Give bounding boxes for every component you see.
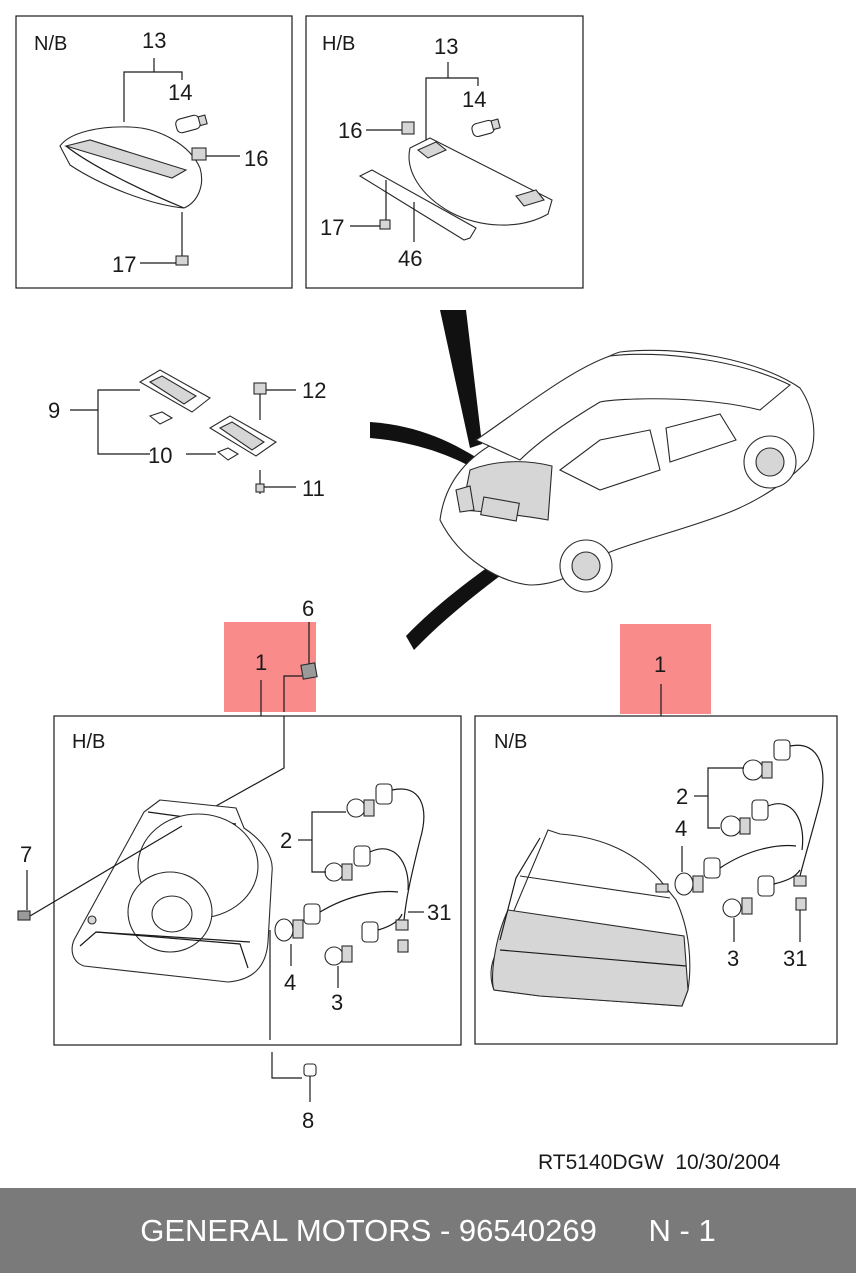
tail-lamp-nb-shape xyxy=(490,829,691,1007)
footer-separator: - xyxy=(431,1212,459,1248)
screw-17-shape xyxy=(140,212,189,266)
label-3: 3 xyxy=(331,990,343,1015)
label-11: 11 xyxy=(302,476,325,501)
box-top-left: N/B 13 14 16 17 xyxy=(15,15,293,289)
box-title-top-right: H/B xyxy=(322,33,355,55)
label-1-left: 1 xyxy=(255,650,267,675)
box-bottom-right: N/B xyxy=(474,715,838,1045)
bulb-socket-set-left xyxy=(274,783,425,966)
label-16: 16 xyxy=(338,118,362,143)
tail-lamp-hb-shape xyxy=(71,799,273,983)
vehicle-illustration xyxy=(370,310,815,650)
label-12: 12 xyxy=(302,378,326,403)
nut-6-shape xyxy=(283,662,318,712)
footer-page: N - 1 xyxy=(648,1212,716,1248)
stop-lamp-housing-shape xyxy=(59,126,203,209)
label-7: 7 xyxy=(20,842,32,867)
footer-maker: GENERAL MOTORS xyxy=(140,1212,432,1248)
label-14: 14 xyxy=(462,87,486,112)
bulb-14-shape xyxy=(471,118,501,138)
label-3: 3 xyxy=(727,946,739,971)
stop-lamp-housing-shape xyxy=(408,137,553,226)
parts-diagram: N/B 13 14 16 17 H/B xyxy=(15,15,838,1174)
label-17: 17 xyxy=(112,252,136,277)
box-bottom-left: H/B xyxy=(53,715,462,1046)
box-title-top-left: N/B xyxy=(34,33,67,55)
footer-bar: GENERAL MOTORS - 96540269 N - 1 xyxy=(0,1188,856,1273)
footer-gap xyxy=(597,1213,649,1249)
label-10: 10 xyxy=(148,443,172,468)
box-title-bottom-left: H/B xyxy=(72,731,105,753)
label-8: 8 xyxy=(302,1108,314,1133)
label-13: 13 xyxy=(434,34,458,59)
box-title-bottom-right: N/B xyxy=(494,731,527,753)
screw-7-shape: 7 xyxy=(17,825,183,921)
label-6: 6 xyxy=(302,596,314,621)
label-17: 17 xyxy=(320,215,344,240)
label-31: 31 xyxy=(427,900,451,925)
screw-8-shape: 8 xyxy=(271,1052,317,1133)
box-top-right: H/B 13 14 16 46 17 xyxy=(305,15,584,289)
label-13: 13 xyxy=(142,28,166,53)
license-lamp-right-shape xyxy=(208,415,278,461)
license-lamp-group: 9 10 12 11 xyxy=(48,369,326,501)
footer-part-number: 96540269 xyxy=(458,1212,597,1248)
label-4: 4 xyxy=(675,816,687,841)
label-4: 4 xyxy=(284,970,296,995)
label-16: 16 xyxy=(244,146,268,171)
screw-17-shape xyxy=(350,180,391,230)
highlight-right xyxy=(620,624,711,714)
label-2: 2 xyxy=(676,784,688,809)
label-9: 9 xyxy=(48,398,60,423)
label-46: 46 xyxy=(398,246,422,271)
label-31: 31 xyxy=(783,946,807,971)
clip-16-shape xyxy=(191,147,240,161)
license-lamp-left-shape xyxy=(138,369,211,425)
label-14: 14 xyxy=(168,80,192,105)
label-1-right: 1 xyxy=(654,652,666,677)
drawing-code: RT5140DGW 10/30/2004 xyxy=(538,1151,781,1174)
bulb-socket-set-right xyxy=(674,739,824,918)
bulb-14-shape xyxy=(175,114,208,134)
label-2: 2 xyxy=(280,828,292,853)
bracket-46-shape xyxy=(358,169,477,242)
